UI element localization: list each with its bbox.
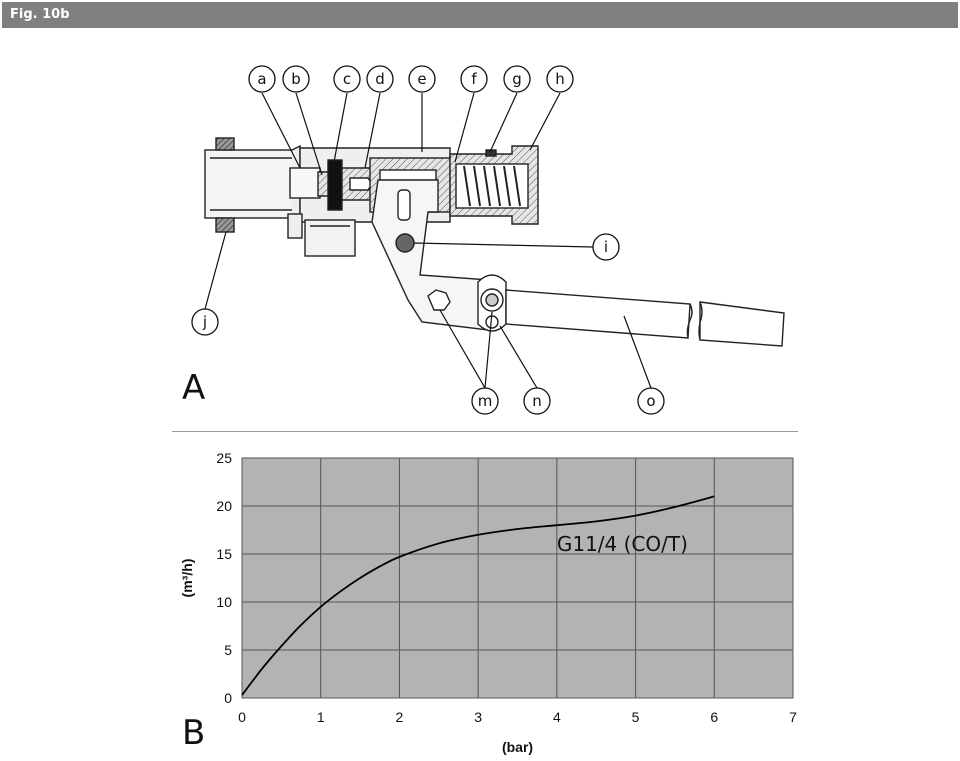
callout-e-label: e <box>417 70 426 88</box>
y-tick-label: 0 <box>224 690 232 706</box>
inlet-connector <box>204 137 301 233</box>
y-tick-label: 5 <box>224 642 232 658</box>
x-tick-label: 4 <box>553 709 561 725</box>
lever-mechanism <box>371 179 785 347</box>
x-axis-title: (bar) <box>502 739 533 755</box>
callout-h: h <box>546 65 574 93</box>
x-tick-label: 6 <box>710 709 718 725</box>
callout-j-label: j <box>202 313 207 331</box>
series-label: G11/4 (CO/T) <box>557 532 688 556</box>
callout-b: b <box>282 65 310 93</box>
callout-leaders <box>204 92 652 389</box>
callout-o: o <box>637 387 665 415</box>
plot-area <box>241 457 794 699</box>
callout-m: m <box>471 387 499 415</box>
grid-lines <box>241 457 794 699</box>
x-tick-label: 0 <box>238 709 246 725</box>
callout-d-label: d <box>375 70 385 88</box>
x-tick-label: 2 <box>396 709 404 725</box>
callout-i: i <box>592 233 620 261</box>
panel-a-label: A <box>182 368 206 408</box>
y-tick-label: 10 <box>216 594 232 610</box>
y-tick-label: 15 <box>216 546 232 562</box>
x-tick-label: 3 <box>474 709 482 725</box>
callout-d: d <box>366 65 394 93</box>
x-tick-label: 1 <box>317 709 325 725</box>
callout-b-label: b <box>291 70 301 88</box>
x-tick-labels: 0 1 2 3 4 5 6 7 <box>238 709 797 725</box>
panel-divider <box>172 431 798 432</box>
callout-c-label: c <box>343 70 351 88</box>
flow-chart: 0 1 2 3 4 5 6 7 0 5 10 15 20 25 (bar) (m³/h) G11/4 (… <box>179 450 797 755</box>
callout-g-label: g <box>512 70 522 88</box>
callout-m-label: m <box>478 392 493 410</box>
callout-f-label: f <box>471 70 477 88</box>
callout-a: a <box>248 65 276 93</box>
figure-label: Fig. 10b <box>10 7 70 22</box>
x-tick-label: 5 <box>632 709 640 725</box>
x-tick-label: 7 <box>789 709 797 725</box>
y-axis-title: (m³/h) <box>179 559 195 598</box>
series-line <box>241 495 715 696</box>
callout-a-label: a <box>257 70 266 88</box>
callout-c: c <box>333 65 361 93</box>
callouts: a b c d e f g h i j m n o <box>191 65 665 415</box>
y-tick-label: 20 <box>216 498 232 514</box>
callout-f: f <box>460 65 488 93</box>
callout-i-label: i <box>604 238 608 256</box>
series-lines <box>241 495 715 696</box>
callout-j: j <box>191 308 219 336</box>
y-tick-label: 25 <box>216 450 232 466</box>
callout-e: e <box>408 65 436 93</box>
valve-cross-section-drawing <box>204 137 785 347</box>
callout-h-label: h <box>555 70 565 88</box>
callout-o-label: o <box>646 392 655 410</box>
panel-b-label: B <box>182 713 206 753</box>
y-tick-labels: 0 5 10 15 20 25 <box>216 450 232 706</box>
callout-n: n <box>523 387 551 415</box>
figure-header-bar: Fig. 10b <box>2 2 958 28</box>
callout-n-label: n <box>532 392 542 410</box>
callout-g: g <box>503 65 531 93</box>
